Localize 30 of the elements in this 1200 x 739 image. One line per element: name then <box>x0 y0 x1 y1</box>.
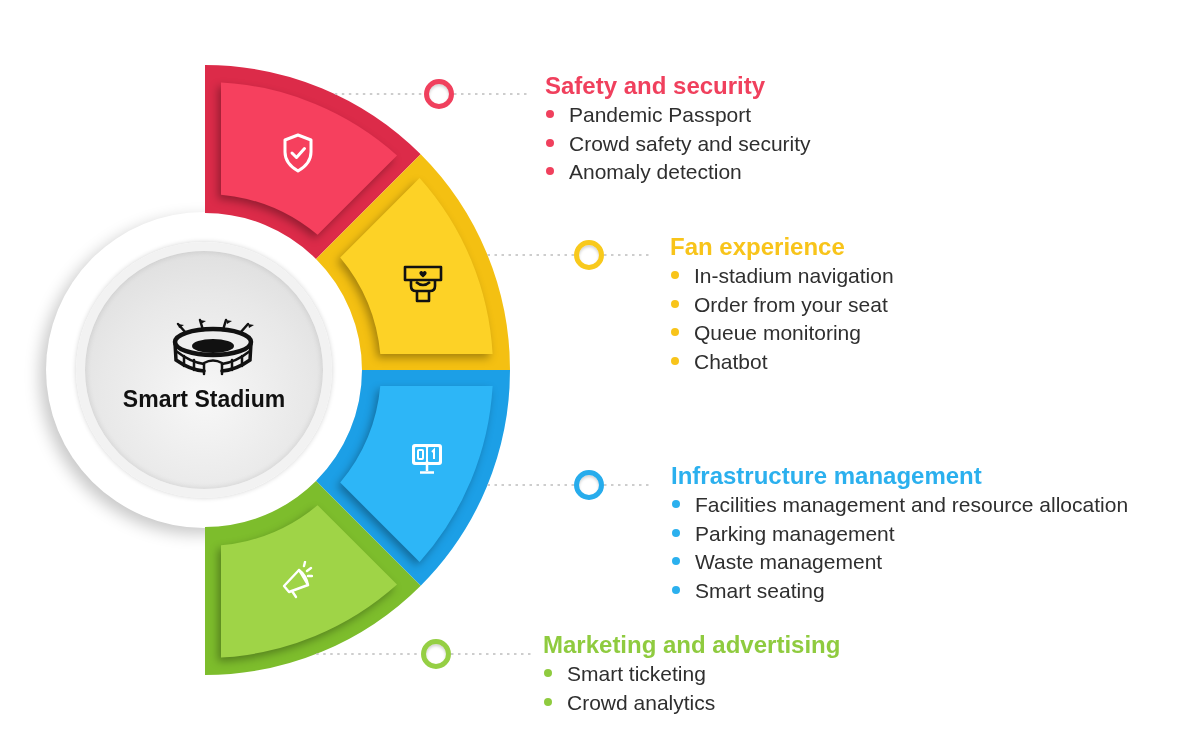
bullet-item: Smart ticketing <box>543 660 706 689</box>
bullet-item: Smart seating <box>671 576 825 605</box>
segment-panel <box>205 481 421 675</box>
bullet-item: Pandemic Passport <box>545 101 752 130</box>
ring-node <box>574 470 604 500</box>
dotted-connector <box>486 484 575 486</box>
bullet-item: In-stadium navigation <box>670 262 894 291</box>
ring-node <box>424 79 454 109</box>
segment-panel <box>316 154 510 370</box>
ring-node <box>421 639 451 669</box>
dotted-connector <box>603 254 650 256</box>
dotted-connector <box>453 93 529 95</box>
dotted-connector <box>603 484 651 486</box>
dotted-connector <box>486 254 575 256</box>
ring-node <box>574 240 604 270</box>
bullet-item: Queue monitoring <box>670 319 861 348</box>
bullet-item: Crowd safety and security <box>545 129 811 158</box>
section-heading: Fan experience <box>670 232 845 262</box>
hub-title: Smart Stadium <box>122 385 286 413</box>
bullet-item: Facilities management and resource allocation <box>671 491 1129 520</box>
section-heading: Safety and security <box>545 71 766 101</box>
bullet-item: Parking management <box>671 519 895 548</box>
bullet-item: Anomaly detection <box>545 158 742 187</box>
bullet-item: Waste management <box>671 548 883 577</box>
section-heading: Marketing and advertising <box>543 630 841 660</box>
section-heading: Infrastructure management <box>671 461 982 491</box>
dotted-connector <box>450 653 533 655</box>
bullet-item: Crowd analytics <box>543 688 716 717</box>
bullet-item: Chatbot <box>670 347 768 376</box>
bullet-item: Order from your seat <box>670 290 888 319</box>
